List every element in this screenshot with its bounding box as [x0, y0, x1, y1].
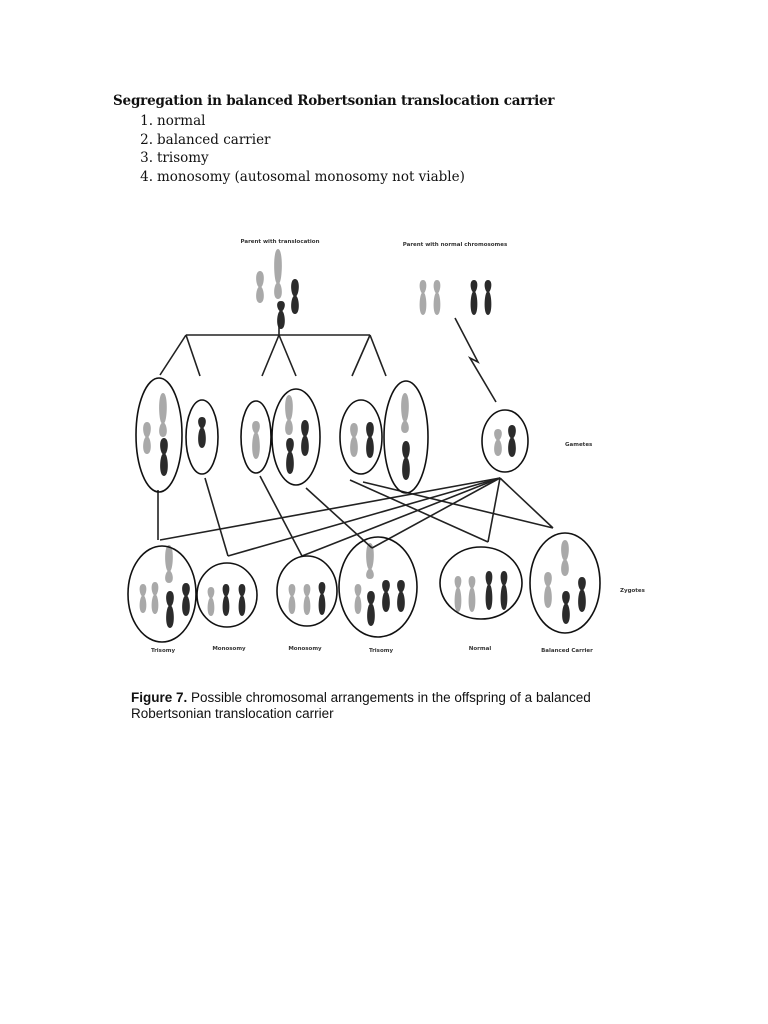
- light-chromosome: [494, 429, 502, 456]
- gamete-cell: [481, 409, 529, 473]
- list-item: 1.normal: [140, 113, 206, 129]
- dark-chromosome: [500, 571, 508, 610]
- zygote-label: Trisomy: [369, 648, 394, 654]
- zygote-cell: [127, 545, 197, 643]
- dark-chromosome: [485, 571, 493, 610]
- dark-chromosome: [182, 583, 190, 616]
- light-chromosome: [354, 584, 362, 614]
- light-chromosome: [159, 393, 167, 437]
- gamete-cell: [383, 380, 429, 494]
- light-chromosome: [433, 280, 441, 315]
- normal-parent-line: [454, 317, 497, 403]
- light-chromosome: [303, 584, 311, 615]
- gamete-line-f: [362, 477, 554, 529]
- light-chromosome: [468, 576, 476, 612]
- zygote-cell: [196, 562, 258, 628]
- dark-chromosome: [198, 417, 206, 448]
- zygote-label: Balanced Carrier: [541, 648, 593, 654]
- gamete-cell: [339, 399, 383, 475]
- zygote-label: Normal: [469, 646, 492, 652]
- gamete-cell: [185, 399, 219, 475]
- light-chromosome: [207, 587, 215, 616]
- gamete-line-c: [259, 475, 501, 557]
- light-chromosome: [350, 423, 358, 457]
- list-item: 2.balanced carrier: [140, 131, 271, 148]
- dark-chromosome: [301, 420, 309, 456]
- light-chromosome: [256, 271, 264, 303]
- zygote-label: Trisomy: [151, 648, 176, 654]
- light-chromosome: [401, 393, 409, 433]
- zygote-cell: [338, 536, 418, 638]
- zygote-cell: [276, 555, 338, 627]
- dark-chromosome: [286, 438, 294, 474]
- caption-text: Possible chromosomal arrangements in the…: [131, 690, 591, 721]
- list-item: 4.monosomy (autosomal monosomy not viabl…: [140, 168, 465, 185]
- gamete-line-b: [204, 477, 501, 557]
- page-heading: Segregation in balanced Robertsonian tra…: [113, 93, 555, 109]
- light-chromosome: [165, 545, 173, 583]
- zygotes-label: Zygotes: [620, 588, 646, 594]
- dark-chromosome: [508, 425, 516, 457]
- gamete-line-d: [305, 477, 501, 549]
- dark-chromosome: [367, 591, 375, 626]
- figure-caption: Figure 7. Possible chromosomal arrangeme…: [131, 690, 651, 722]
- light-chromosome: [561, 540, 569, 576]
- dark-chromosome: [366, 422, 374, 458]
- dark-chromosome: [166, 591, 174, 628]
- light-chromosome: [143, 422, 151, 454]
- dark-chromosome: [484, 280, 492, 315]
- list-item: 3.trisomy: [140, 150, 209, 166]
- light-chromosome: [288, 584, 296, 614]
- dark-chromosome: [397, 580, 405, 612]
- light-chromosome: [285, 395, 293, 435]
- zygote-cell: [439, 546, 523, 620]
- dark-chromosome: [291, 279, 299, 314]
- gamete-cell: [271, 388, 321, 486]
- light-chromosome: [252, 421, 260, 459]
- parent-normal-label: Parent with normal chromosomes: [403, 242, 508, 248]
- outcome-list: 1.normal 2.balanced carrier 3.trisomy 4.…: [113, 112, 465, 186]
- parent-translocation-label: Parent with translocation: [240, 239, 319, 245]
- dark-chromosome: [470, 280, 478, 315]
- cell-outlines: [127, 377, 601, 643]
- gamete-cell: [135, 377, 183, 493]
- light-chromosome: [419, 280, 427, 315]
- light-chromosome: [366, 543, 374, 579]
- light-chromosome: [274, 249, 282, 299]
- dark-chromosome: [402, 441, 410, 480]
- caption-label: Figure 7.: [131, 690, 188, 705]
- gametes-label: Gametes: [565, 442, 593, 448]
- dark-chromosome: [562, 591, 570, 624]
- light-chromosome: [544, 572, 552, 608]
- light-chromosome: [139, 584, 147, 613]
- figure-labels: Parent with translocation Parent with no…: [151, 239, 646, 654]
- connector-lines: [157, 317, 554, 557]
- zygote-label: Monosomy: [212, 646, 246, 652]
- light-chromosome: [151, 582, 159, 614]
- dark-chromosome: [222, 584, 230, 616]
- dark-chromosome: [382, 580, 390, 612]
- gamete-cell: [240, 400, 272, 474]
- dark-chromosome: [578, 577, 586, 612]
- parent-branch-lines: [159, 320, 387, 377]
- zygote-cell: [529, 532, 601, 634]
- chromosome-layer: [139, 249, 586, 628]
- light-chromosome: [454, 576, 462, 612]
- dark-chromosome: [160, 438, 168, 476]
- zygote-label: Monosomy: [288, 646, 322, 652]
- gamete-line-e: [349, 477, 501, 543]
- dark-chromosome: [238, 584, 246, 616]
- dark-chromosome: [318, 582, 326, 615]
